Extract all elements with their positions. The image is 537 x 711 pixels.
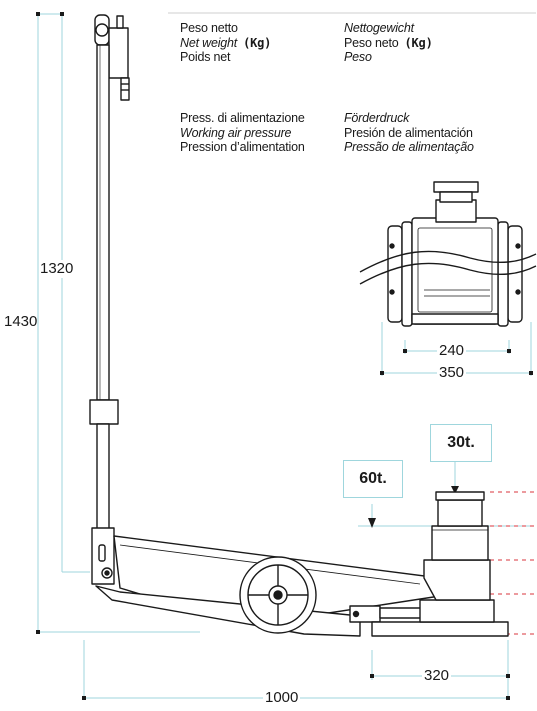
spec-weight-right: Nettogewicht Peso neto (Kg) Peso: [344, 21, 433, 65]
spec-weight-left: Peso netto Net weight (Kg) Poids net: [180, 21, 271, 65]
spec-weight-unit-2: (Kg): [404, 35, 433, 50]
spec-pressure-pt: Pressão de alimentação: [344, 140, 474, 154]
spec-weight-unit-1: (Kg): [243, 35, 272, 50]
spec-pressure-de: Förderdruck: [344, 111, 410, 125]
dim-saddle-reach: 320: [422, 667, 452, 684]
load-stage1-box: 30t.: [430, 424, 492, 462]
spec-weight-it: Peso netto: [180, 21, 238, 35]
spec-pressure-left: Press. di alimentazione Working air pres…: [180, 111, 305, 155]
dim-axle-outer: 350: [437, 364, 467, 381]
spec-pressure-right: Förderdruck Presión de alimentación Pres…: [344, 111, 474, 155]
dim-total-length: 1000: [263, 689, 301, 706]
spec-pressure-es: Presión de alimentación: [344, 125, 473, 140]
spec-pressure-en: Working air pressure: [180, 125, 292, 140]
spec-pressure-it: Press. di alimentazione: [180, 111, 305, 125]
spec-weight-en: Net weight: [180, 35, 238, 50]
dim-handle-height: 1320: [40, 260, 74, 278]
spec-weight-pt: Peso: [344, 50, 372, 64]
spec-pressure-fr: Pression d’alimentation: [180, 140, 305, 154]
spec-weight-fr: Poids net: [180, 50, 231, 64]
stage-markers: [490, 491, 536, 635]
dim-axle-inner: 240: [437, 342, 467, 359]
load-stage2-box: 60t.: [343, 460, 403, 498]
spec-weight-de: Nettogewicht: [344, 21, 414, 35]
dim-total-height: 1430: [4, 313, 38, 331]
spec-weight-es: Peso neto: [344, 35, 399, 50]
jack-side-view: [89, 14, 509, 637]
air-hose: [359, 250, 537, 285]
